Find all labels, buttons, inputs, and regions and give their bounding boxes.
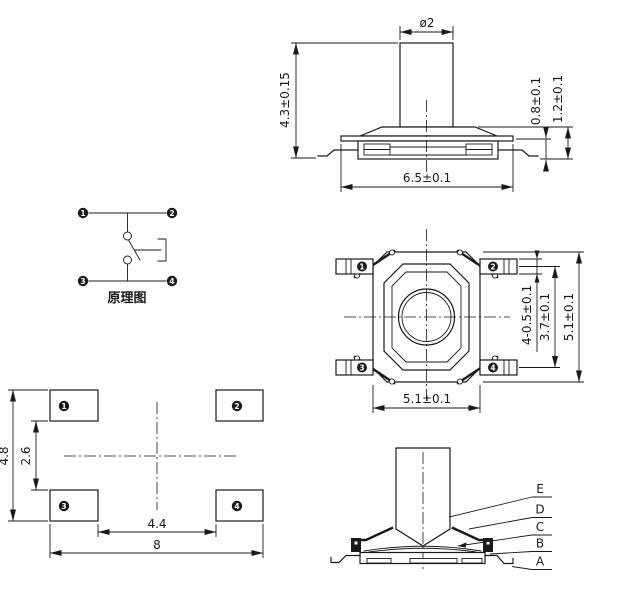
schematic-terminal-2: 2 (166, 207, 178, 219)
base-terminal-window (461, 558, 483, 564)
label-B: B (536, 537, 544, 551)
dim-text: 4.3±0.15 (278, 72, 292, 128)
dim-body-height: 1.2±0.1 (478, 75, 573, 159)
dim-body-width: 5.1±0.1 (372, 385, 481, 413)
cover-octagon-inner (391, 271, 462, 363)
dim-text: 1.2±0.1 (551, 75, 565, 123)
plunger (399, 42, 454, 128)
dim-text: 4.8 (0, 446, 11, 465)
cover-shoulder (359, 126, 498, 137)
dim-text: 6.5±0.1 (403, 171, 451, 185)
body-outline (372, 251, 481, 383)
dim-terminal-width: 4-0.5±0.1 (519, 250, 542, 352)
dim-text: 8 (153, 538, 161, 552)
dim-text: 5.1±0.1 (403, 392, 451, 406)
cover-flange (340, 135, 514, 142)
dim-inner-vertical: 2.6 (19, 420, 48, 491)
svg-text:1: 1 (61, 402, 66, 411)
label-C: C (536, 520, 544, 534)
terminal-number: 3 (80, 277, 85, 286)
base-section (359, 551, 486, 565)
dim-inner-horizontal: 4.4 (97, 517, 217, 537)
terminal-left-section (330, 554, 361, 564)
cover-octagon (383, 263, 470, 371)
post-hole-right (486, 541, 490, 545)
top-view: 1 2 3 4 4-0.5±0.1 3.7 (335, 229, 584, 413)
terminal-number: 2 (169, 209, 174, 218)
centerlines (64, 402, 238, 510)
top-terminal-4: 4 (479, 359, 518, 376)
dim-text: ø2 (420, 16, 435, 30)
dim-body-height: 5.1±0.1 (483, 251, 584, 383)
top-terminal-3: 3 (335, 359, 374, 376)
schematic-terminal-4: 4 (166, 275, 178, 287)
pad-2 (215, 389, 264, 422)
pad-3 (49, 489, 99, 522)
label-A: A (536, 555, 545, 569)
dome-contact (363, 545, 482, 553)
dim-text: 2.6 (19, 446, 33, 465)
dim-text: 0.8±0.1 (529, 77, 543, 125)
svg-text:2: 2 (234, 402, 239, 411)
terminal-right (497, 149, 539, 157)
cover-post-left (351, 538, 361, 552)
switch-body (357, 140, 499, 160)
terminal-right-section (484, 554, 514, 565)
base-terminal-window (409, 558, 458, 564)
contact-top (123, 231, 132, 241)
svg-text:4: 4 (490, 363, 495, 372)
terminal-left (317, 149, 359, 157)
base-terminal-window (366, 558, 392, 564)
side-view: ø2 4.3±0.15 0.8±0.1 1.2±0.1 6.5±0.1 (278, 16, 573, 192)
part-labels: E D C B A (448, 482, 552, 570)
dim-total-height: 4.3±0.15 (278, 42, 398, 159)
dim-base-height: 0.8±0.1 (516, 77, 573, 172)
switch-arm (127, 239, 141, 261)
terminal-number: 1 (80, 209, 85, 218)
svg-text:4: 4 (234, 502, 239, 511)
top-terminal-1: 1 (335, 258, 374, 275)
svg-text:2: 2 (490, 262, 495, 271)
dim-text: 5.1±0.1 (562, 293, 576, 341)
section-view: E D C B A (330, 447, 552, 570)
schematic-view: 1 2 3 4 原理图 (77, 207, 178, 306)
dim-outer-vertical: 4.8 (0, 389, 48, 522)
schematic-terminal-1: 1 (77, 207, 89, 219)
body-inner-lines (363, 146, 493, 156)
footprint-view: 1 2 3 4 4.8 2.6 4.4 8 (0, 389, 264, 558)
dim-terminal-pitch: 3.7±0.1 (519, 266, 560, 368)
post-hole-left (354, 541, 358, 545)
svg-text:3: 3 (359, 363, 364, 372)
contact-bottom (123, 255, 132, 265)
terminal-number: 4 (169, 277, 174, 286)
schematic-terminal-3: 3 (77, 275, 89, 287)
schematic-caption: 原理图 (107, 291, 146, 306)
dim-text: 4-0.5±0.1 (520, 285, 534, 345)
dim-text: 3.7±0.1 (538, 293, 552, 341)
top-terminal-2: 2 (479, 258, 518, 275)
dim-flange-width: 6.5±0.1 (340, 144, 514, 192)
svg-text:3: 3 (61, 502, 66, 511)
svg-text:1: 1 (359, 262, 364, 271)
leader-arrow (458, 542, 467, 548)
cover-post-right (483, 538, 493, 552)
schematic-wires (88, 212, 167, 282)
dim-outer-horizontal: 8 (49, 524, 264, 558)
centerlines (344, 229, 510, 403)
dim-plunger-diameter: ø2 (399, 16, 454, 40)
dim-text: 4.4 (147, 517, 166, 531)
pad-numbers: 1 2 3 4 (58, 400, 243, 512)
pad-1 (49, 389, 99, 422)
pad-4 (215, 489, 264, 522)
actuator-symbol (134, 238, 167, 262)
label-D: D (535, 503, 544, 517)
label-E: E (536, 482, 544, 496)
plunger-section (395, 447, 451, 547)
